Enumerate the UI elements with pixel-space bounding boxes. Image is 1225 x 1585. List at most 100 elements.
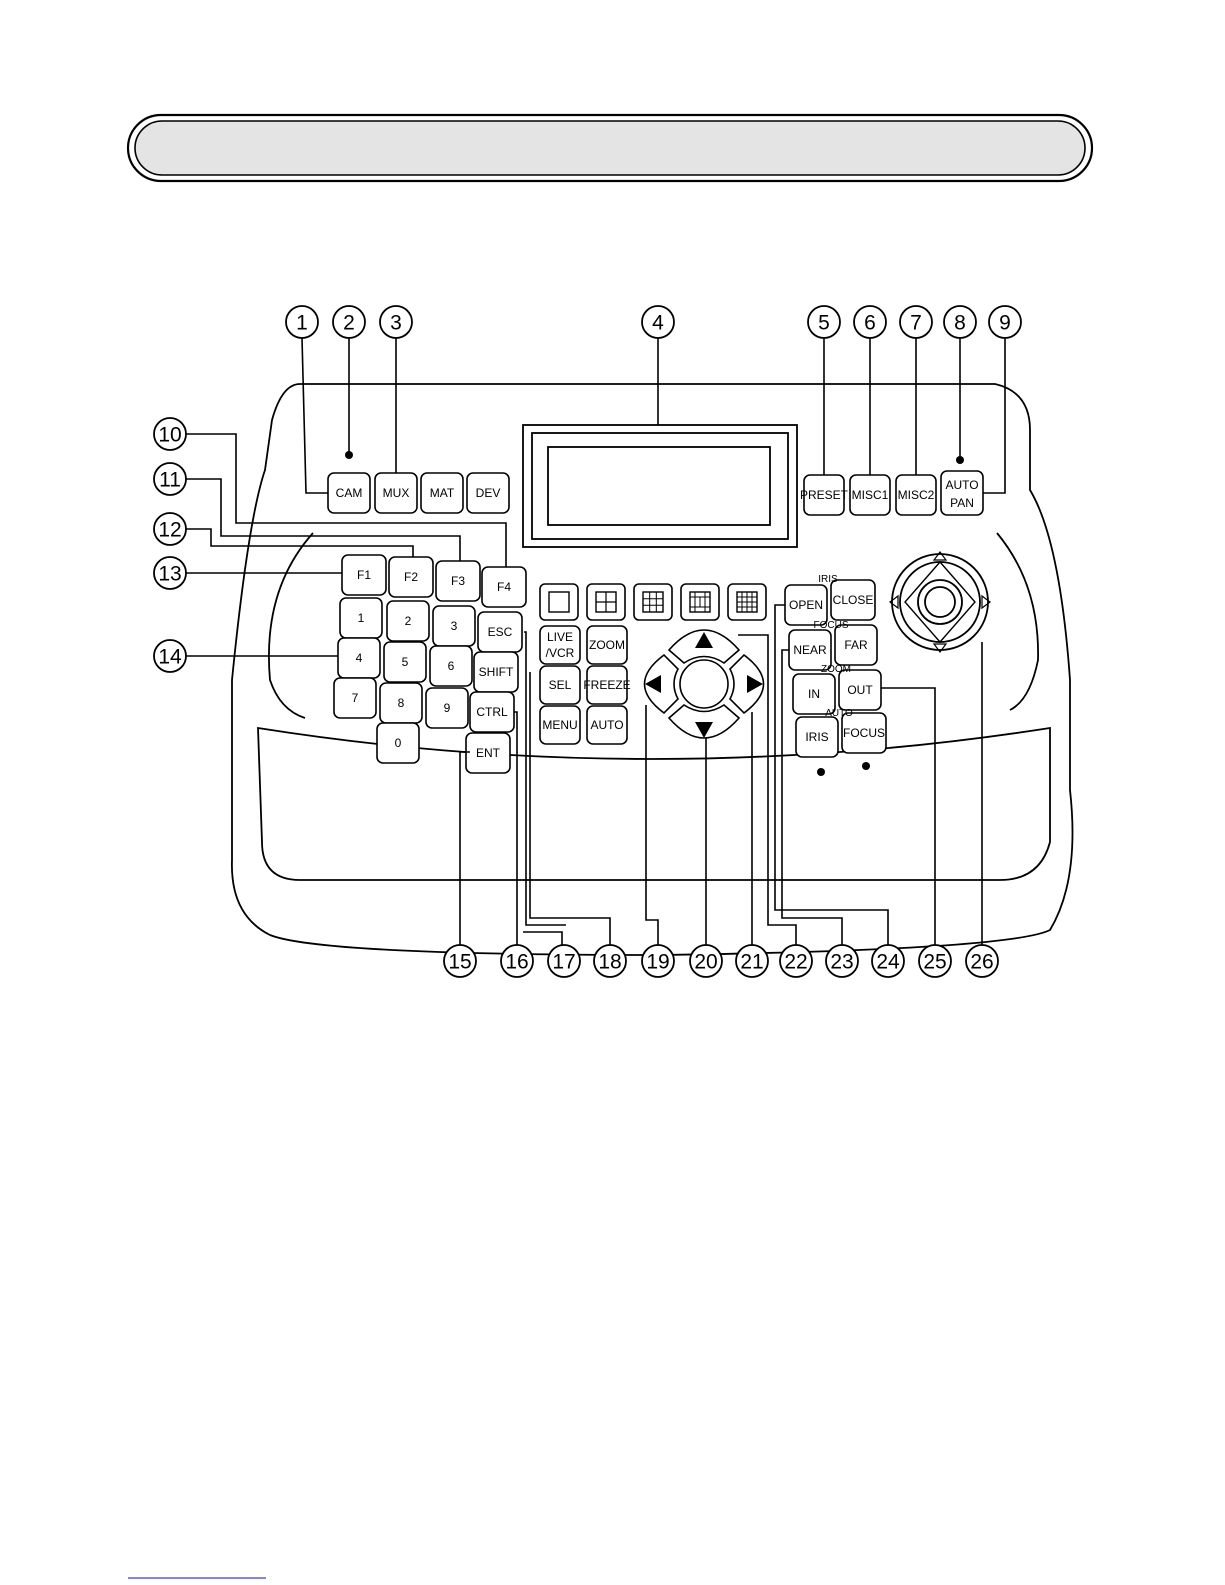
f2-key[interactable]: F2 xyxy=(389,557,433,597)
iris-key[interactable]: IRIS xyxy=(796,717,838,757)
layout-4-key[interactable] xyxy=(587,584,625,620)
callout-22: 22 xyxy=(780,945,812,977)
callout-17: 17 xyxy=(548,945,580,977)
key-0[interactable]: 0 xyxy=(377,723,419,763)
callout-3: 3 xyxy=(380,306,412,338)
title-banner xyxy=(128,115,1092,181)
misc2-key[interactable]: MISC2 xyxy=(896,475,936,515)
callout-12: 12 xyxy=(154,513,186,545)
callout-24-text: 24 xyxy=(876,951,900,974)
shift-key-label: SHIFT xyxy=(479,665,514,679)
callout-26: 26 xyxy=(966,945,998,977)
lcd-display xyxy=(523,425,797,547)
focus-key-label: FOCUS xyxy=(843,726,885,740)
close-key[interactable]: CLOSE xyxy=(831,580,875,620)
callout-25-text: 25 xyxy=(923,951,946,974)
layout-9-key[interactable] xyxy=(634,584,672,620)
dev-key-label: DEV xyxy=(476,486,501,500)
layout-1-key[interactable] xyxy=(540,584,578,620)
callout-7-text: 7 xyxy=(910,312,922,335)
layout-10-key[interactable] xyxy=(681,584,719,620)
callout-4: 4 xyxy=(642,306,674,338)
focus-key[interactable]: FOCUS xyxy=(842,713,886,753)
callout-16: 16 xyxy=(501,945,533,977)
f1-key[interactable]: F1 xyxy=(342,555,386,595)
f3-key[interactable]: F3 xyxy=(436,561,480,601)
cam-key[interactable]: CAM xyxy=(328,473,370,513)
callout-20: 20 xyxy=(690,945,722,977)
ctrl-key-label: CTRL xyxy=(476,705,508,719)
zoom-key[interactable]: ZOOM xyxy=(587,626,627,664)
callout-10-text: 10 xyxy=(158,424,181,447)
iris-led xyxy=(817,768,825,776)
callout-14-text: 14 xyxy=(158,646,182,669)
near-key-label: NEAR xyxy=(793,643,827,657)
callout-15: 15 xyxy=(444,945,476,977)
callout-14: 14 xyxy=(154,640,186,672)
iris-key-label: IRIS xyxy=(805,730,828,744)
callout-15-text: 15 xyxy=(448,951,471,974)
key-7[interactable]: 7 xyxy=(334,678,376,718)
callout-2-text: 2 xyxy=(343,312,355,335)
callout-18: 18 xyxy=(594,945,626,977)
live-vcr-key[interactable]: LIVE/VCR xyxy=(540,626,580,664)
ent-key[interactable]: ENT xyxy=(466,733,510,773)
callout-17-text: 17 xyxy=(552,951,575,974)
auto-pan-key-label-2: PAN xyxy=(950,496,974,510)
focus-led xyxy=(862,762,870,770)
f1-key-label: F1 xyxy=(357,568,371,582)
auto-pan-key-label-1: AUTO xyxy=(945,478,978,492)
center-key[interactable] xyxy=(680,660,728,708)
callout-1: 1 xyxy=(286,306,318,338)
freeze-key[interactable]: FREEZE xyxy=(583,666,630,704)
callout-5: 5 xyxy=(808,306,840,338)
key-1[interactable]: 1 xyxy=(340,598,382,638)
live-vcr-key-label-2: /VCR xyxy=(546,646,575,660)
callout-1-text: 1 xyxy=(296,312,308,335)
freeze-key-label: FREEZE xyxy=(583,678,630,692)
ent-key-label: ENT xyxy=(476,746,501,760)
callout-13: 13 xyxy=(154,557,186,589)
key-5[interactable]: 5 xyxy=(384,642,426,682)
out-key[interactable]: OUT xyxy=(839,670,881,710)
callout-25: 25 xyxy=(919,945,951,977)
menu-key[interactable]: MENU xyxy=(540,706,580,744)
misc1-key-label: MISC1 xyxy=(852,488,889,502)
far-key[interactable]: FAR xyxy=(835,625,877,665)
key-3-label: 3 xyxy=(451,619,458,633)
misc1-key[interactable]: MISC1 xyxy=(850,475,890,515)
callout-18-text: 18 xyxy=(598,951,621,974)
cam-led xyxy=(345,451,353,459)
callout-4-text: 4 xyxy=(652,312,664,335)
callout-9-text: 9 xyxy=(999,312,1011,335)
layout-16-key[interactable] xyxy=(728,584,766,620)
key-6[interactable]: 6 xyxy=(430,646,472,686)
key-3[interactable]: 3 xyxy=(433,606,475,646)
open-key-label: OPEN xyxy=(789,598,823,612)
auto-key[interactable]: AUTO xyxy=(587,706,627,744)
key-4[interactable]: 4 xyxy=(338,638,380,678)
f4-key[interactable]: F4 xyxy=(482,567,526,607)
key-9[interactable]: 9 xyxy=(426,688,468,728)
cam-key-label: CAM xyxy=(336,486,363,500)
preset-key[interactable]: PRESET xyxy=(800,475,849,515)
auto-pan-key[interactable]: AUTO PAN xyxy=(941,471,983,515)
mux-key[interactable]: MUX xyxy=(375,473,417,513)
key-2[interactable]: 2 xyxy=(387,601,429,641)
joystick[interactable] xyxy=(890,552,990,652)
preset-key-label: PRESET xyxy=(800,488,849,502)
ctrl-key[interactable]: CTRL xyxy=(470,692,514,732)
esc-key[interactable]: ESC xyxy=(478,612,522,652)
sel-key[interactable]: SEL xyxy=(540,666,580,704)
dev-key[interactable]: DEV xyxy=(467,473,509,513)
callout-13-text: 13 xyxy=(158,563,181,586)
f2-key-label: F2 xyxy=(404,570,418,584)
key-5-label: 5 xyxy=(402,655,409,669)
open-key[interactable]: OPEN xyxy=(785,585,827,625)
key-8[interactable]: 8 xyxy=(380,683,422,723)
key-6-label: 6 xyxy=(448,659,455,673)
zoom-key-label: ZOOM xyxy=(589,638,625,652)
shift-key[interactable]: SHIFT xyxy=(474,652,518,692)
mat-key[interactable]: MAT xyxy=(421,473,463,513)
